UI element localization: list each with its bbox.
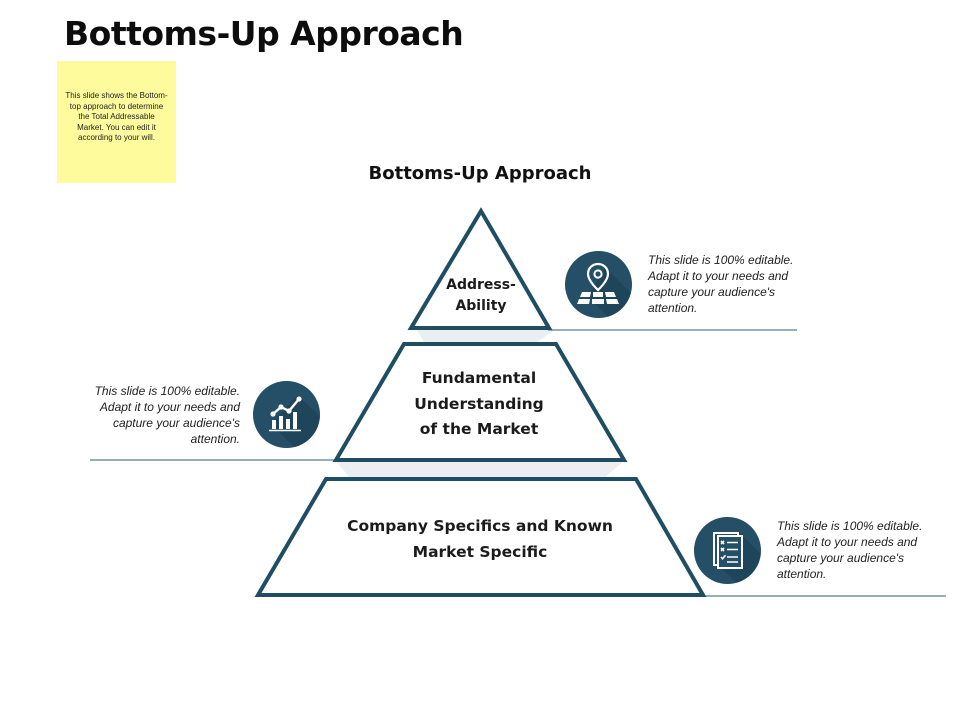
- tier-label-fundamental: Fundamental Understanding of the Market: [414, 369, 544, 438]
- tier-label-addressability: Address- Ability: [446, 277, 516, 314]
- tier-label-company-specifics: Company Specifics and Known Market Speci…: [347, 517, 613, 561]
- slide-title: Bottoms-Up Approach: [64, 14, 464, 53]
- diagram-heading: Bottoms-Up Approach: [368, 163, 592, 184]
- pyramid-top-tier: [407, 207, 553, 330]
- pyramid-bottom-tier: [254, 477, 707, 597]
- sticky-note-text: This slide shows the Bottom-top approach…: [65, 91, 168, 142]
- top-tier-shadow: [417, 330, 555, 342]
- checklist-document-icon: [694, 517, 761, 584]
- map-location-icon: [565, 251, 632, 318]
- middle-tier-shadow: [335, 460, 625, 478]
- tier-note-top: This slide is 100% editable. Adapt it to…: [648, 253, 794, 315]
- tier-note-bottom: This slide is 100% editable. Adapt it to…: [777, 519, 923, 581]
- pyramid-middle-tier: [332, 342, 628, 462]
- tier-note-middle: This slide is 100% editable. Adapt it to…: [94, 384, 240, 446]
- sticky-note: This slide shows the Bottom-top approach…: [57, 61, 176, 183]
- growth-chart-icon: [253, 381, 320, 448]
